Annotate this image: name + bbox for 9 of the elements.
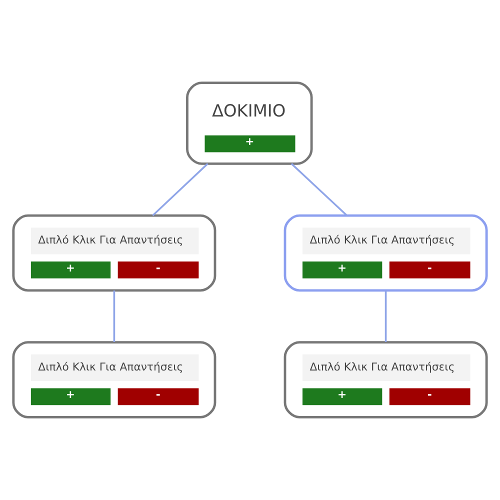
node-box: Διπλό Κλικ Για Απαντήσεις + - <box>12 214 216 292</box>
connector <box>384 290 387 342</box>
node-box: Διπλό Κλικ Για Απαντήσεις + - <box>284 341 488 418</box>
connector <box>290 163 348 216</box>
node-box: Διπλό Κλικ Για Απαντήσεις + - <box>12 341 216 418</box>
node-box: ΔΟΚΙΜΙΟ + <box>186 82 313 165</box>
node-box: Διπλό Κλικ Για Απαντήσεις + - <box>284 214 488 292</box>
connector <box>152 163 208 216</box>
connector <box>113 290 116 342</box>
